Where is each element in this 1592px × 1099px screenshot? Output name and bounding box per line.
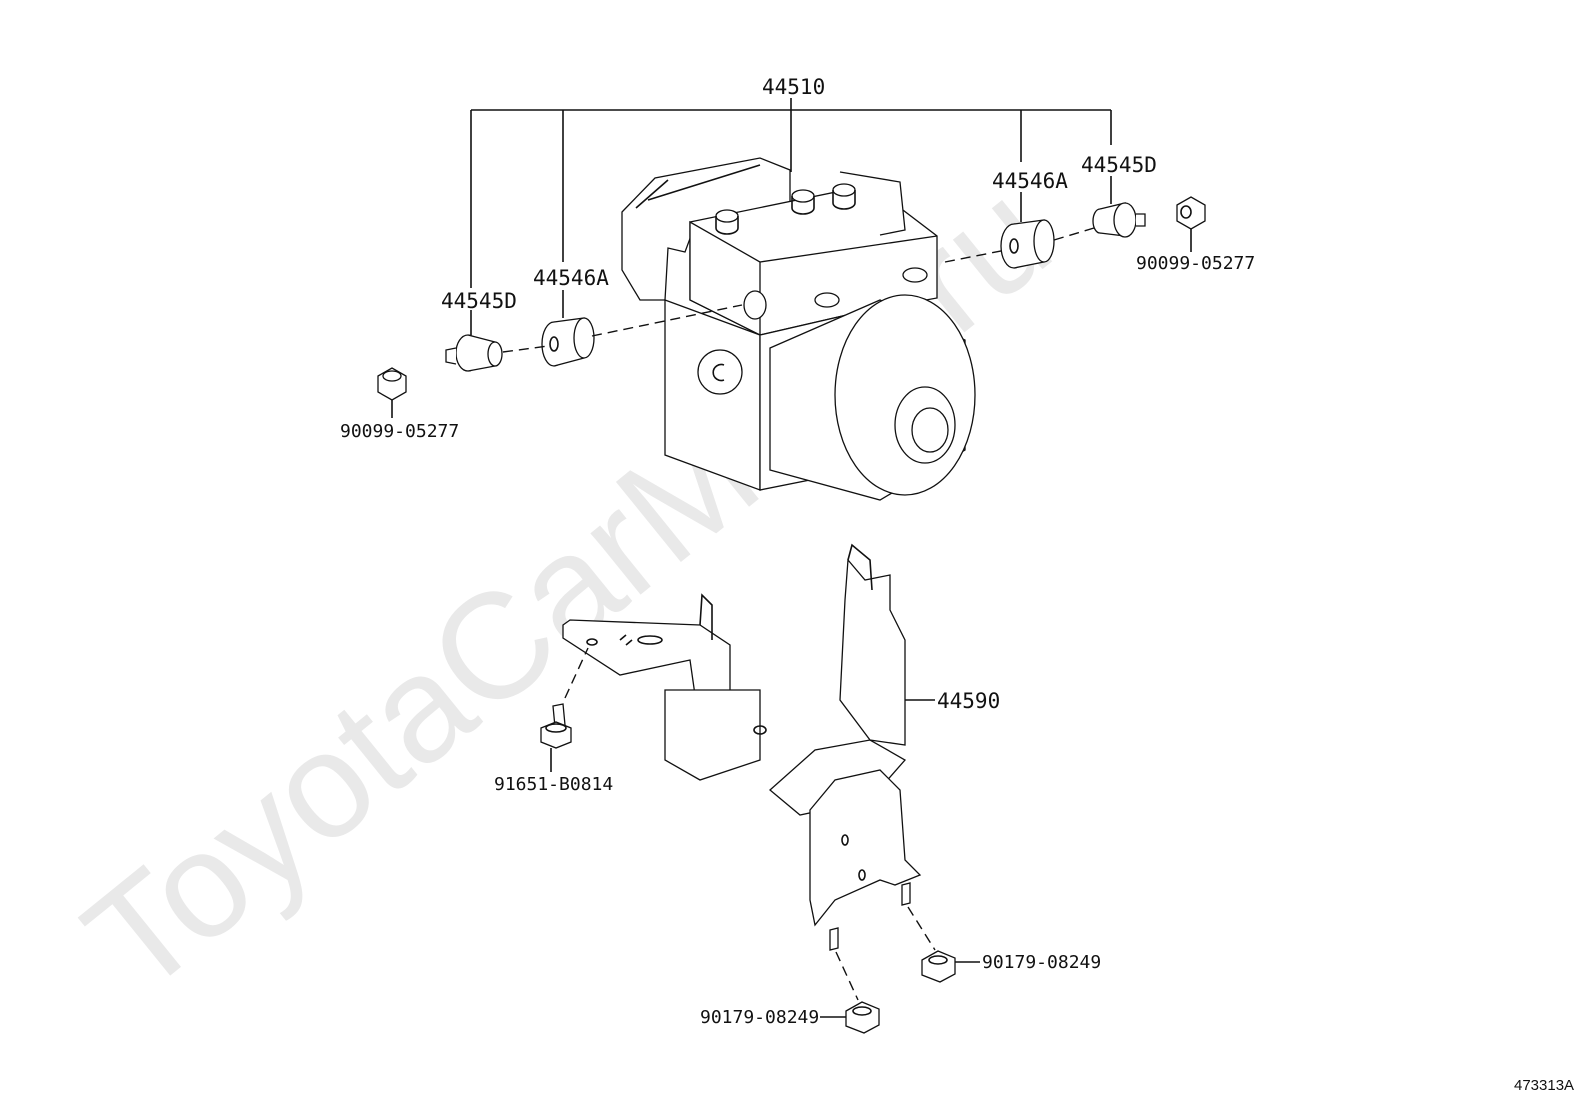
- left-dash-1: [502, 345, 549, 353]
- label-44590: 44590: [937, 689, 1000, 713]
- right-dash-1: [944, 249, 1007, 263]
- left-plug-44545D: [445, 334, 503, 372]
- left-dash-2: [591, 304, 743, 337]
- bolt-91651-B0814: [540, 703, 572, 749]
- nut-90179-08249-right: [921, 950, 956, 983]
- label-90099-05277-right: 90099-05277: [1136, 253, 1255, 274]
- nut-left-dash: [835, 951, 859, 1001]
- port-caps: [715, 183, 928, 308]
- left-nut-90099-05277: [377, 367, 407, 401]
- label-90179-08249-right: 90179-08249: [982, 952, 1101, 973]
- right-plug-44545D: [1092, 202, 1146, 238]
- label-44510: 44510: [762, 75, 825, 99]
- right-spacer-44546A: [1000, 219, 1055, 269]
- label-44546A-right: 44546A: [992, 169, 1068, 193]
- label-90099-05277-left: 90099-05277: [340, 421, 459, 442]
- abs-actuator-assembly: [621, 157, 976, 501]
- label-90179-08249-left: 90179-08249: [700, 1007, 819, 1028]
- left-spacer-44546A: [541, 317, 595, 367]
- figure-reference: 473313A: [1514, 1077, 1574, 1094]
- bracket-44590: [562, 543, 922, 927]
- label-44546A-left: 44546A: [533, 266, 609, 290]
- nut-right-dash: [907, 906, 936, 951]
- pump-motor: [769, 294, 976, 501]
- label-91651-B0814: 91651-B0814: [494, 774, 613, 795]
- right-dash-2: [1053, 227, 1095, 241]
- bolt-dash: [564, 647, 589, 699]
- lower-studs: [829, 882, 911, 951]
- label-44545D-right: 44545D: [1081, 153, 1157, 177]
- right-nut-90099-05277: [1176, 196, 1206, 230]
- nut-90179-08249-left: [845, 1001, 880, 1034]
- assembly-leader-lines: [470, 98, 1112, 288]
- label-44545D-left: 44545D: [441, 289, 517, 313]
